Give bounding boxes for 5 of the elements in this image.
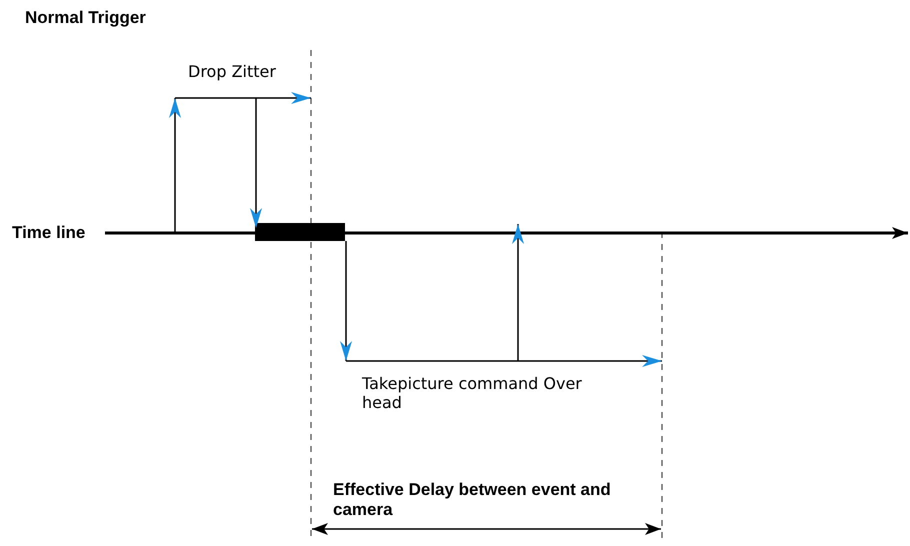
- overhead-label: Takepicture command Over head: [362, 374, 583, 412]
- diagram-title: Normal Trigger: [25, 8, 146, 28]
- jitter-label: Drop Zitter: [188, 62, 276, 81]
- delay-label: Effective Delay between event and camera: [333, 480, 612, 520]
- axis-label: Time line: [12, 223, 86, 243]
